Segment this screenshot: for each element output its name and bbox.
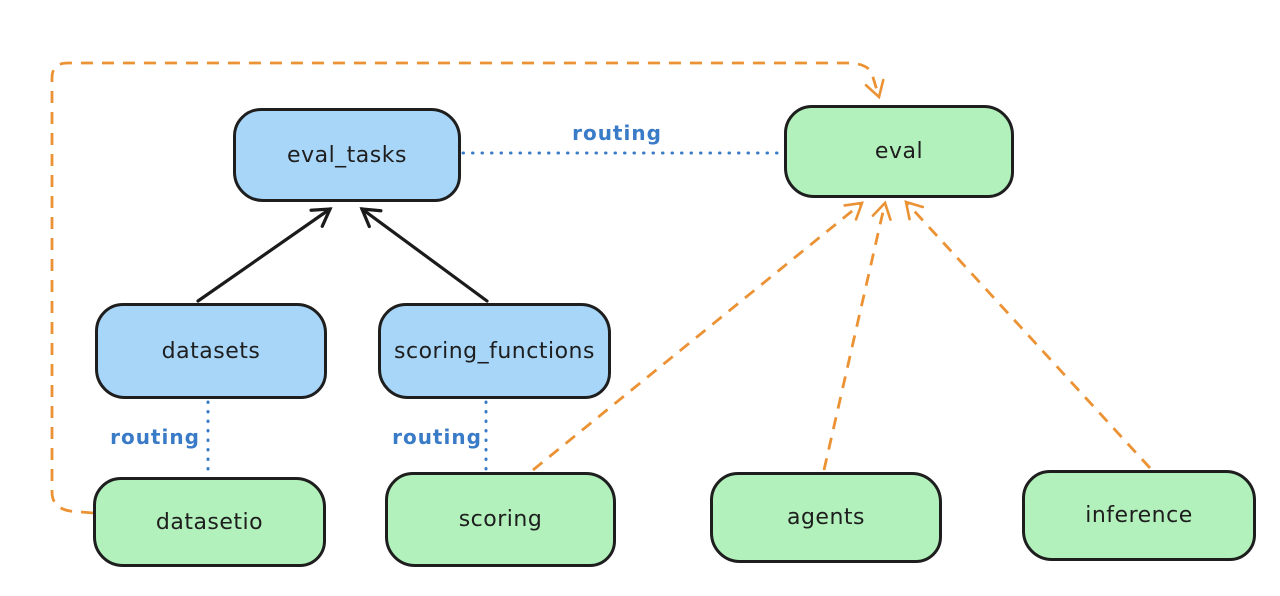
node-eval: eval [784,105,1014,198]
node-label: datasetio [155,509,264,535]
edge-label-routing-top: routing [572,121,662,145]
node-label: eval [874,139,924,164]
node-datasetio: datasetio [93,477,326,567]
edge-scoring-functions-to-eval-tasks [359,207,489,303]
node-inference: inference [1022,470,1256,561]
node-agents: agents [710,472,942,563]
node-scoring-functions: scoring_functions [378,303,611,399]
node-label: scoring_functions [394,338,595,364]
edge-label-routing-left: routing [110,425,200,449]
node-label: eval_tasks [287,142,407,168]
node-label: datasets [161,338,261,364]
node-datasets: datasets [95,303,327,399]
node-label: scoring [458,507,543,532]
edge-inference-to-eval [904,200,1152,469]
node-eval-tasks: eval_tasks [233,108,461,202]
edge-agents-to-eval [822,200,892,471]
edge-datasets-to-eval-tasks [196,207,333,303]
edge-label-routing-middle: routing [392,425,482,449]
node-scoring: scoring [385,472,616,567]
node-label: agents [786,505,865,530]
node-label: inference [1085,503,1193,528]
